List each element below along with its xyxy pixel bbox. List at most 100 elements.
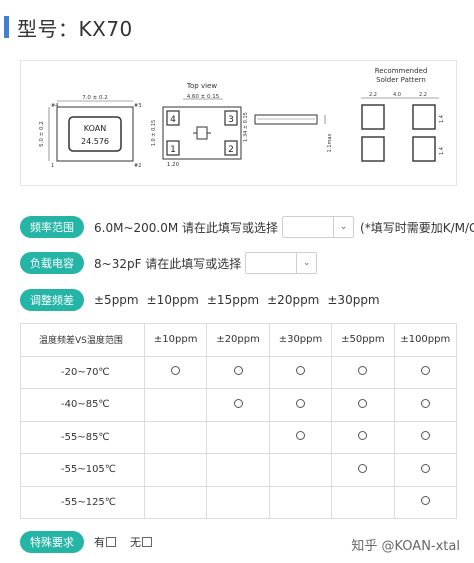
freq-range-select[interactable]: ⌄ <box>282 216 355 238</box>
freq-range-row: 频率范围 6.0M~200.0M 请在此填写或选择 ⌄ (*填写时需要加K/M/… <box>20 216 474 238</box>
chevron-down-icon[interactable]: ⌄ <box>296 253 316 273</box>
special-yes-label: 有 <box>94 536 105 549</box>
pin1-label: 1 <box>51 163 54 169</box>
page-header: 型号：KX70 <box>4 10 133 44</box>
load-cap-row: 负载电容 8~32pF 请在此填写或选择 ⌄ <box>20 252 318 274</box>
radio-circle-icon[interactable] <box>420 463 430 473</box>
chip-frequency: 24.576 <box>81 137 109 146</box>
tolerance-row: 调整频差 ±5ppm ±10ppm ±15ppm ±20ppm ±30ppm <box>20 289 388 311</box>
checkbox-icon[interactable] <box>142 537 152 547</box>
table-row: -20~70℃ <box>20 355 458 389</box>
dimension-drawing: 7.0 ± 0.2 KOAN 24.576 #4 #3 1 #2 5.0 ± 0… <box>39 67 445 169</box>
option-cell[interactable] <box>393 485 458 519</box>
package-lid <box>68 116 122 152</box>
solder-title-2: Solder Pattern <box>376 76 426 84</box>
table-header-first: 温度频差VS温度范围 <box>20 323 145 357</box>
radio-circle-icon[interactable] <box>420 366 430 376</box>
radio-circle-icon[interactable] <box>420 398 430 408</box>
tolerance-option[interactable]: ±5ppm <box>94 293 139 307</box>
top-pad3: 3 <box>228 115 234 125</box>
dim-width-label: 7.0 ± 0.2 <box>82 95 108 101</box>
freq-range-note: (*填写时需要加K/M/G) <box>360 220 474 235</box>
pin2-label: #2 <box>134 163 141 169</box>
option-cell[interactable] <box>393 453 458 487</box>
tolerance-option[interactable]: ±20ppm <box>267 293 320 307</box>
load-cap-select[interactable]: ⌄ <box>245 252 318 274</box>
option-cell[interactable] <box>331 453 395 487</box>
dim-height-label: 5.0 ± 0.2 <box>39 121 45 147</box>
tolerance-option[interactable]: ±10ppm <box>146 293 199 307</box>
option-cell[interactable] <box>393 355 458 389</box>
table-row: -55~125℃ <box>20 485 458 519</box>
option-cell[interactable] <box>268 355 333 389</box>
top-dim-bottom: 1.20 <box>167 162 180 168</box>
table-column-header: ±20ppm <box>206 323 270 357</box>
load-cap-label: 负载电容 <box>20 252 84 274</box>
radio-circle-icon[interactable] <box>295 431 305 441</box>
option-cell[interactable] <box>268 420 333 454</box>
radio-circle-icon[interactable] <box>295 398 305 408</box>
temperature-range-cell: -40~85℃ <box>20 388 145 422</box>
temperature-range-cell: -20~70℃ <box>20 355 145 389</box>
option-cell[interactable] <box>331 388 395 422</box>
special-options: 有 无 <box>94 534 166 550</box>
tolerance-option[interactable]: ±30ppm <box>327 293 380 307</box>
radio-circle-icon[interactable] <box>233 366 243 376</box>
option-cell[interactable] <box>143 355 208 389</box>
solder-dim-e: 1.4 <box>439 147 445 155</box>
radio-circle-icon[interactable] <box>171 366 181 376</box>
side-view-outline <box>254 114 318 125</box>
table-column-header: ±30ppm <box>268 323 333 357</box>
temperature-table: 温度频差VS温度范围 ±10ppm ±20ppm ±30ppm ±50ppm ±… <box>20 323 458 519</box>
header-accent-bar <box>4 16 9 38</box>
special-yes-option[interactable]: 有 <box>94 534 116 550</box>
table-row: -40~85℃ <box>20 388 458 422</box>
table-row: -55~85℃ <box>20 420 458 454</box>
table-header-row: 温度频差VS温度范围 ±10ppm ±20ppm ±30ppm ±50ppm ±… <box>20 323 458 357</box>
radio-circle-icon[interactable] <box>420 431 430 441</box>
top-pad4: 4 <box>170 115 176 125</box>
special-no-label: 无 <box>130 536 141 549</box>
table-row: -55~105℃ <box>20 453 458 487</box>
side-height-label: 1.1max <box>327 134 333 153</box>
tolerance-option[interactable]: ±15ppm <box>206 293 260 307</box>
radio-circle-icon[interactable] <box>358 366 368 376</box>
top-dim-left: 1.0 ± 0.15 <box>151 120 157 146</box>
radio-circle-icon[interactable] <box>358 398 368 408</box>
temperature-range-cell: -55~105℃ <box>20 453 145 487</box>
option-cell[interactable] <box>206 355 270 389</box>
option-cell <box>143 485 208 519</box>
table-column-header: ±10ppm <box>143 323 208 357</box>
top-pad2: 2 <box>228 145 234 155</box>
option-cell[interactable] <box>331 355 395 389</box>
tolerance-options: ±5ppm ±10ppm ±15ppm ±20ppm ±30ppm <box>94 293 388 307</box>
option-cell <box>331 485 395 519</box>
dimension-diagram: 7.0 ± 0.2 KOAN 24.576 #4 #3 1 #2 5.0 ± 0… <box>20 60 457 186</box>
option-cell <box>143 388 208 422</box>
table-body: -20~70℃-40~85℃-55~85℃-55~105℃-55~125℃ <box>20 355 458 519</box>
chip-brand: KOAN <box>84 124 106 133</box>
solder-dim-b: 4.0 <box>393 92 401 98</box>
option-cell[interactable] <box>393 420 458 454</box>
radio-circle-icon[interactable] <box>358 463 368 473</box>
top-dim-right: 1.34 ± 0.15 <box>243 112 249 142</box>
option-cell[interactable] <box>206 388 270 422</box>
tolerance-label: 调整频差 <box>20 289 84 311</box>
special-no-option[interactable]: 无 <box>130 534 152 550</box>
option-cell[interactable] <box>268 388 333 422</box>
pin4-label: #4 <box>51 103 58 109</box>
top-view-label: Top view <box>186 82 217 90</box>
solder-dim-d: 1.4 <box>439 115 445 123</box>
radio-circle-icon[interactable] <box>358 431 368 441</box>
freq-range-text: 6.0M~200.0M 请在此填写或选择 <box>94 220 279 235</box>
option-cell[interactable] <box>331 420 395 454</box>
checkbox-icon[interactable] <box>106 537 116 547</box>
option-cell[interactable] <box>393 388 458 422</box>
page-title: 型号：KX70 <box>17 16 133 41</box>
chevron-down-icon[interactable]: ⌄ <box>333 217 353 237</box>
radio-circle-icon[interactable] <box>295 366 305 376</box>
radio-circle-icon[interactable] <box>233 398 243 408</box>
temperature-range-cell: -55~85℃ <box>20 420 145 454</box>
load-cap-text: 8~32pF 请在此填写或选择 <box>94 256 242 271</box>
radio-circle-icon[interactable] <box>420 496 430 506</box>
